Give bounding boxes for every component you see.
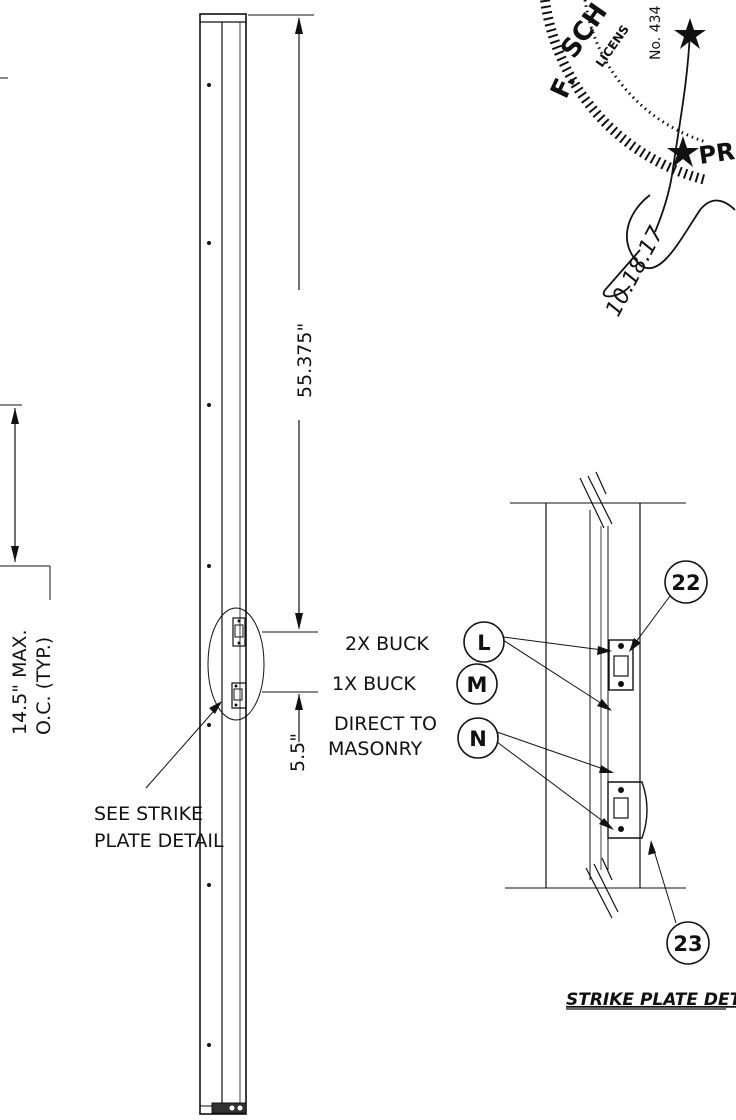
break-mark-bottom xyxy=(585,857,619,919)
seal-text-pr: PR xyxy=(697,137,736,170)
anchor-holes xyxy=(207,83,211,1047)
top-dimension-label: 55.375" xyxy=(294,323,316,398)
legend-label-m: 1X BUCK xyxy=(332,673,416,695)
engineer-seal: SCH F. LICENS No. 434 PR 10.18.17 xyxy=(540,0,736,321)
see-strike-callout: SEE STRIKE PLATE DETAIL xyxy=(94,701,224,852)
legend-label-n-line1: DIRECT TO xyxy=(334,713,437,735)
jamb-outline xyxy=(199,13,247,1115)
seal-text-number: No. 434 xyxy=(648,5,664,60)
top-dimension: 55.375" xyxy=(248,14,318,633)
signature xyxy=(602,29,736,298)
bottom-dimension-label: 5.5" xyxy=(287,733,309,772)
anchor-spacing-note: O.C. (TYP.) xyxy=(33,637,55,735)
seal-star-bottom xyxy=(667,136,699,167)
legend-bubble-l xyxy=(463,621,505,663)
seal-inner-ring xyxy=(583,0,707,144)
break-mark-top xyxy=(579,471,613,529)
legend-key-n: N xyxy=(469,727,487,751)
detail-circle xyxy=(207,607,265,721)
base-clip xyxy=(211,1102,247,1114)
legend-label-n-line2: MASONRY xyxy=(328,738,423,760)
anchor-spacing-dimension: 14.5" MAX. O.C. (TYP.) xyxy=(0,77,55,735)
legend-leaders xyxy=(496,636,614,830)
tag-23 xyxy=(666,921,710,965)
jamb-elevation xyxy=(199,13,265,1115)
legend-bubble-m xyxy=(456,663,498,705)
see-strike-line2: PLATE DETAIL xyxy=(94,830,224,852)
legend: 2X BUCK L 1X BUCK M DIRECT TO MASONRY N xyxy=(328,621,505,760)
anchor-spacing-label: 14.5" MAX. xyxy=(9,629,31,735)
tag-23-label: 23 xyxy=(673,932,702,956)
tag-22-label: 22 xyxy=(671,571,700,595)
strike-plate-detail: 22 23 STRIKE PLATE DETAIL xyxy=(505,471,736,1010)
arrowhead-down xyxy=(11,546,19,562)
bottom-dimension: 5.5" xyxy=(262,691,318,772)
legend-key-l: L xyxy=(477,631,490,655)
signature-date: 10.18.17 xyxy=(601,223,669,321)
arrowhead-up xyxy=(11,408,19,424)
detail-title: STRIKE PLATE DETAIL xyxy=(566,990,736,1010)
strike-preparation-upper xyxy=(232,617,246,647)
see-strike-line1: SEE STRIKE xyxy=(94,803,203,825)
legend-label-l: 2X BUCK xyxy=(345,633,429,655)
legend-key-m: M xyxy=(467,673,488,697)
tag-22 xyxy=(664,560,708,604)
strike-preparation-lower xyxy=(231,682,247,709)
seal-text-f: F. xyxy=(545,69,582,103)
legend-bubble-n xyxy=(457,717,499,759)
